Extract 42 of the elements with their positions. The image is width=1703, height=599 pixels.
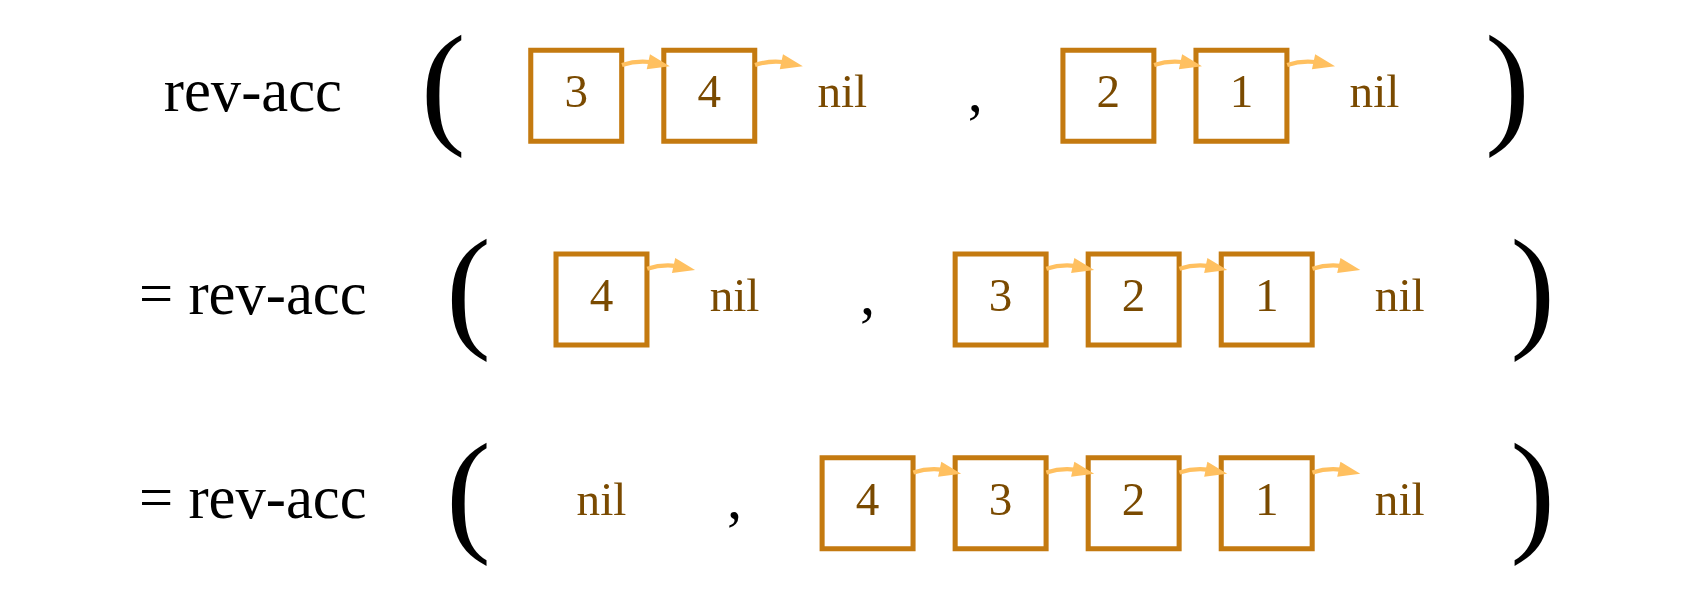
- node-text: nil: [816, 65, 867, 118]
- arrow: [1045, 257, 1094, 273]
- node-box: 2: [1085, 251, 1182, 348]
- arrow: [1178, 257, 1227, 273]
- label: ,: [859, 260, 875, 328]
- arrow: [912, 461, 961, 477]
- arrow: [1311, 461, 1360, 477]
- node-text: nil: [1374, 472, 1425, 525]
- node-box: 4: [660, 47, 757, 144]
- arrow: [1153, 54, 1202, 70]
- arrow: [1178, 461, 1227, 477]
- arrow: [753, 54, 803, 70]
- label: nil: [576, 472, 626, 525]
- label: ): [1509, 416, 1555, 566]
- node-box: 1: [1218, 455, 1315, 552]
- node-box: 2: [1085, 455, 1182, 552]
- label: ): [1509, 213, 1555, 363]
- label: (: [420, 9, 466, 159]
- node-box: 3: [952, 455, 1049, 552]
- label: = rev-acc: [138, 260, 367, 328]
- node-text: nil: [1349, 65, 1399, 118]
- label: ,: [967, 56, 983, 124]
- node-box: 1: [1192, 47, 1289, 144]
- node-text: nil: [709, 269, 759, 322]
- node-box: 3: [527, 47, 624, 144]
- label: ): [1484, 9, 1530, 159]
- node-box: 2: [1059, 47, 1156, 144]
- label: rev-acc: [163, 56, 342, 124]
- label: ,: [726, 464, 742, 532]
- arrow: [1045, 461, 1094, 477]
- arrow: [1311, 257, 1360, 273]
- node-box: 1: [1218, 251, 1315, 348]
- arrow: [620, 54, 670, 70]
- arrow: [1286, 54, 1335, 70]
- arrow: [646, 257, 695, 273]
- label: = rev-acc: [138, 464, 367, 532]
- label: (: [445, 213, 491, 363]
- node-text: nil: [1374, 269, 1425, 322]
- label: (: [445, 416, 491, 566]
- node-box: 3: [952, 251, 1049, 348]
- node-box: 4: [553, 251, 649, 348]
- node-box: 4: [819, 455, 916, 552]
